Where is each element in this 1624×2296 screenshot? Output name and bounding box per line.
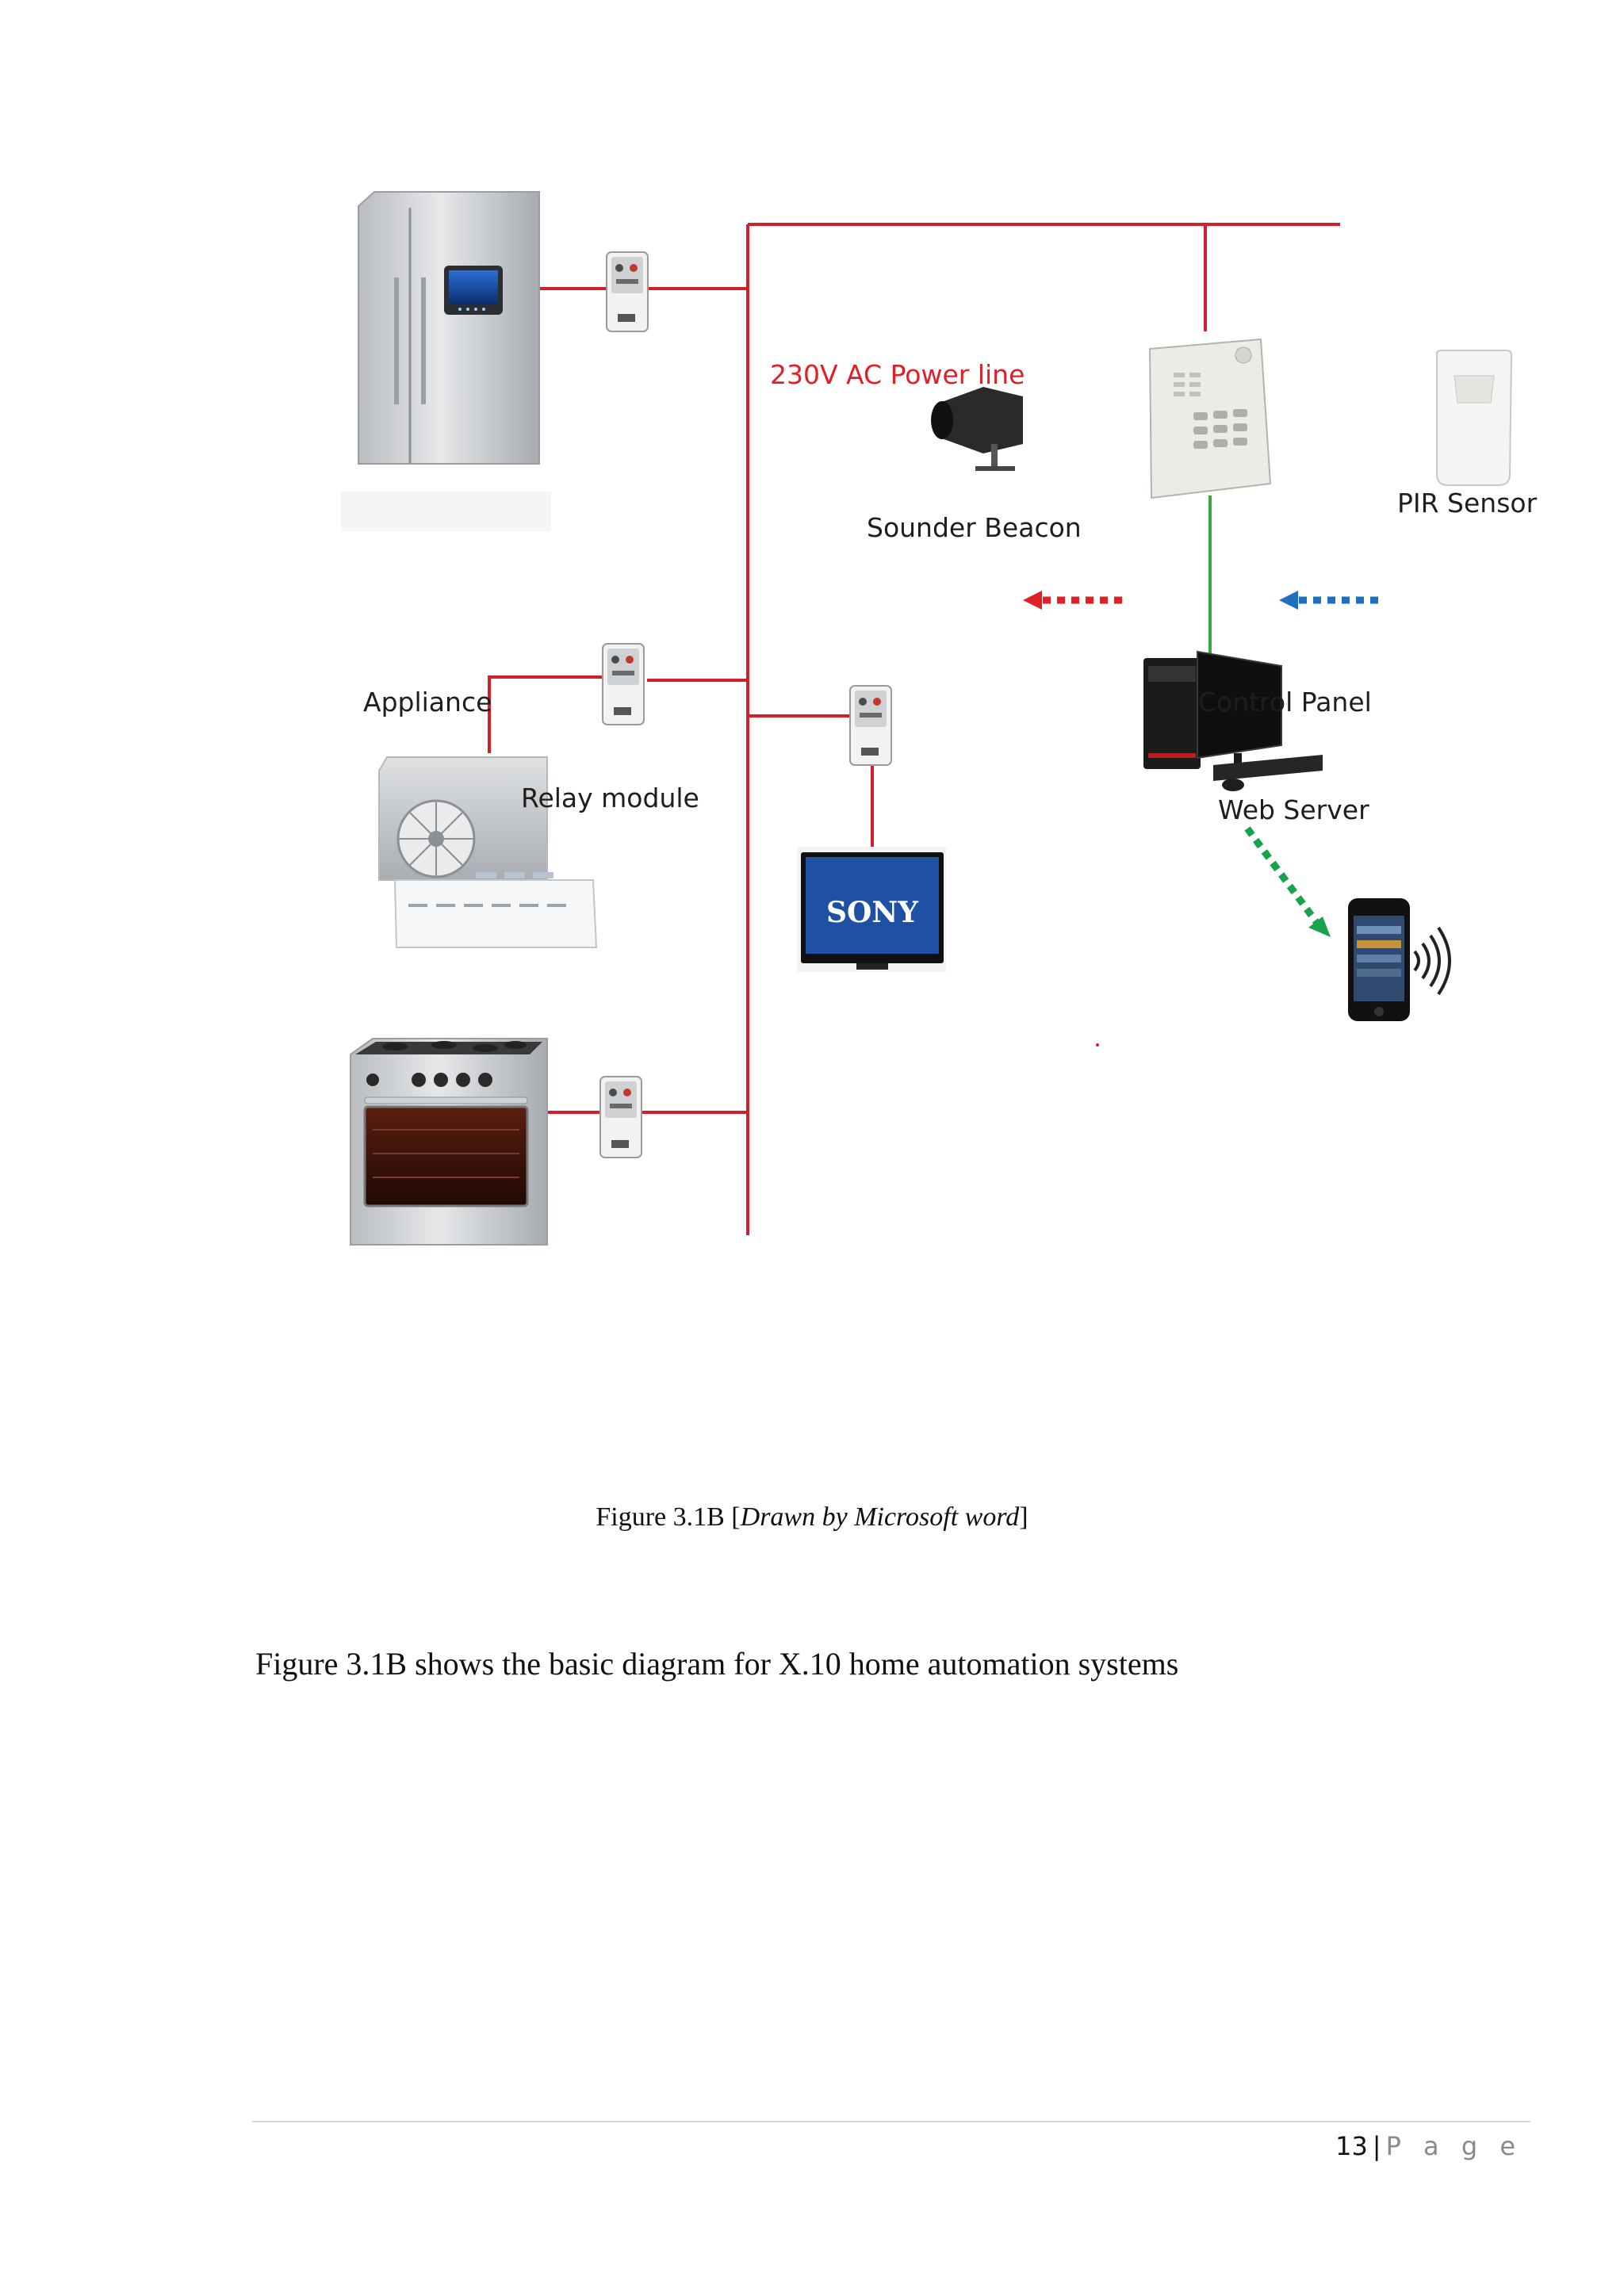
arrow-blue-left [1279,591,1378,610]
wireless-waves-icon [1413,926,1451,996]
relay-module-4 [599,1076,642,1158]
pir-sensor-label: PIR Sensor [1397,488,1538,519]
footer-separator: | [1372,2131,1381,2161]
smartphone-image [1348,898,1410,1021]
television-image: SONY [797,847,946,972]
page-number: 13 [1335,2131,1368,2161]
pir-sensor-image [1436,350,1513,486]
stray-dot [1096,1043,1099,1047]
caption-prefix: Figure 3.1B [ [596,1502,741,1532]
refrigerator-image [341,191,551,531]
figure-caption: Figure 3.1B [Drawn by Microsoft word] [0,1502,1624,1533]
desktop-computer-image [1143,650,1323,791]
web-server-label: Web Server [1218,794,1369,825]
electric-oven-image [350,1038,548,1246]
arrow-green-down [1244,826,1331,937]
alarm-keypad-image [1148,338,1272,499]
sounder-beacon-label: Sounder Beacon [867,512,1082,543]
tv-brand-text: SONY [826,896,919,929]
power-line-label: 230V AC Power line [770,359,1025,390]
footer-divider [252,2121,1530,2122]
power-line-network [488,223,1340,1235]
control-panel-label: Control Panel [1198,687,1372,718]
page-footer: 13|P a g e [1335,2131,1522,2161]
power-line-appliance [488,675,603,753]
body-paragraph: Figure 3.1B shows the basic diagram for … [255,1646,1179,1682]
relay-module-1 [606,251,649,332]
relay-module-label: Relay module [521,783,699,813]
relay-module-2 [602,643,645,725]
appliance-label: Appliance [363,687,492,718]
relay-module-3 [849,685,892,766]
arrow-red-left [1023,591,1122,610]
air-conditioner-image [378,756,598,948]
caption-italic: Drawn by Microsoft word [740,1502,1020,1532]
sounder-beacon-image [931,387,1023,471]
caption-suffix: ] [1019,1502,1028,1532]
page-label: P a g e [1385,2131,1522,2161]
home-automation-diagram: SONY [341,191,1513,1246]
